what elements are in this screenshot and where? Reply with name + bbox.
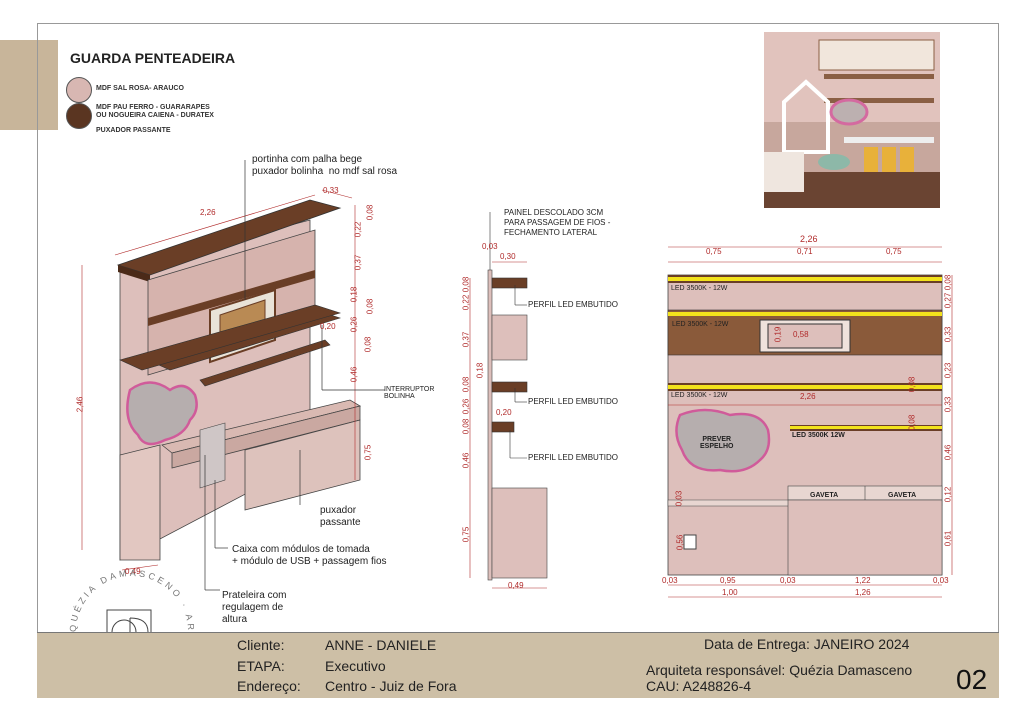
front-bottom2-1: 1,00 xyxy=(722,588,738,597)
side-dim-shelf: 0,20 xyxy=(496,408,512,417)
material-label-rosa: MDF SAL ROSA- ARAUCO xyxy=(96,85,184,92)
etapa-label: ETAPA: xyxy=(237,658,285,674)
iso-dim-v7: 0,08 xyxy=(363,336,373,353)
material-swatch-rosa xyxy=(66,77,92,103)
front-dim-top-3: 0,75 xyxy=(886,247,902,256)
corner-tab xyxy=(0,40,58,130)
side-dim-depth: 0,30 xyxy=(500,252,516,261)
front-view-drawing xyxy=(667,246,953,598)
cliente-value: ANNE - DANIELE xyxy=(325,637,437,653)
iso-dim-v8: 0,46 xyxy=(349,366,359,383)
iso-dim-v9: 0,75 xyxy=(363,444,373,461)
endereco-value: Centro - Juiz de Fora xyxy=(325,678,457,694)
cau: CAU: A248826-4 xyxy=(646,678,752,694)
iso-dim-v3: 0,37 xyxy=(353,254,363,271)
front-right-6: 0,33 xyxy=(943,396,953,413)
endereco-label: Endereço: xyxy=(237,678,301,694)
gaveta-label-2: GAVETA xyxy=(888,492,917,499)
iso-dim-shelf: 0,20 xyxy=(320,322,336,331)
front-right-9: 0,12 xyxy=(943,486,953,503)
front-bottom-4: 1,22 xyxy=(855,576,871,585)
isometric-drawing xyxy=(81,160,385,591)
side-dim-v2: 0,22 xyxy=(461,294,471,311)
iso-dim-v1: 0,08 xyxy=(365,204,375,221)
side-dim-base: 0,49 xyxy=(508,581,524,590)
side-dim-v6: 0,26 xyxy=(461,398,471,415)
led-label-4: LED 3500K 12W xyxy=(792,432,845,439)
front-dim-top-2: 0,71 xyxy=(797,247,813,256)
material-extra: PUXADOR PASSANTE xyxy=(96,127,171,134)
render-photo xyxy=(764,32,940,208)
note-perfil-1: PERFIL LED EMBUTIDO xyxy=(528,300,618,309)
data-entrega: Data de Entrega: JANEIRO 2024 xyxy=(704,636,910,652)
sheet-title: GUARDA PENTEADEIRA xyxy=(70,50,236,66)
front-dim-total: 2,26 xyxy=(800,234,818,244)
front-bottom2-2: 1,26 xyxy=(855,588,871,597)
side-dim-v8: 0,46 xyxy=(461,452,471,469)
title-block xyxy=(37,632,999,698)
side-dim-v5: 0,18 xyxy=(475,362,485,379)
front-right-3: 0,33 xyxy=(943,326,953,343)
note-perfil-2: PERFIL LED EMBUTIDO xyxy=(528,397,618,406)
side-dim-v7: 0,08 xyxy=(461,418,471,435)
front-right-8: 0,46 xyxy=(943,444,953,461)
front-bottom-2: 0,95 xyxy=(720,576,736,585)
mirror-note: PREVER ESPELHO xyxy=(700,436,734,450)
side-dim-v9: 0,75 xyxy=(461,526,471,543)
front-right-10: 0,61 xyxy=(943,530,953,547)
material-label-paufer: MDF PAU FERRO - GUARARAPES OU NOGUEIRA C… xyxy=(96,104,214,119)
side-view-drawing xyxy=(469,212,548,589)
page-number: 02 xyxy=(956,664,988,695)
front-right-1: 0,08 xyxy=(943,274,953,291)
side-dim-v1: 0,08 xyxy=(461,276,471,293)
arquiteta: Arquiteta responsável: Quézia Damasceno xyxy=(646,662,913,678)
front-right-5: 0,08 xyxy=(907,376,917,393)
iso-dim-v4: 0,18 xyxy=(349,286,359,303)
front-inner-2: 0,19 xyxy=(773,326,783,343)
led-label-1: LED 3500K - 12W xyxy=(671,285,728,292)
front-dim-mid: 2,26 xyxy=(800,392,816,401)
front-right-2: 0,27 xyxy=(943,292,953,309)
front-bottom-3: 0,03 xyxy=(780,576,796,585)
note-prateleira: Prateleira com regulagem de altura xyxy=(222,590,287,625)
front-bottom-1: 0,03 xyxy=(662,576,678,585)
front-inner-1: 0,58 xyxy=(793,330,809,339)
note-portinha: portinha com palha bege puxador bolinha … xyxy=(252,154,398,177)
material-swatch-paufer xyxy=(66,103,92,129)
note-perfil-3: PERFIL LED EMBUTIDO xyxy=(528,453,618,462)
front-bottom-5: 0,03 xyxy=(933,576,949,585)
iso-dim-base: 0,49 xyxy=(125,567,141,576)
front-right-4: 0,23 xyxy=(943,362,953,379)
iso-dim-v6: 0,26 xyxy=(349,316,359,333)
led-label-2: LED 3500K - 12W xyxy=(672,321,729,328)
front-dim-top-1: 0,75 xyxy=(706,247,722,256)
iso-dim-v5: 0,08 xyxy=(365,298,375,315)
front-right-7: 0,08 xyxy=(907,414,917,431)
cliente-label: Cliente: xyxy=(237,637,285,653)
note-puxador: puxador passante xyxy=(320,505,361,528)
front-inner-4: 0,56 xyxy=(675,534,685,551)
iso-dim-height: 2,46 xyxy=(75,396,85,413)
front-inner-3: 0,03 xyxy=(674,490,684,507)
note-painel: PAINEL DESCOLADO 3CM PARA PASSAGEM DE FI… xyxy=(504,208,611,237)
iso-dim-width: 2,26 xyxy=(200,208,216,217)
etapa-value: Executivo xyxy=(325,658,386,674)
iso-dim-v2: 0,22 xyxy=(353,221,363,238)
side-dim-v4: 0,08 xyxy=(461,376,471,393)
gaveta-label-1: GAVETA xyxy=(810,492,839,499)
note-interruptor: INTERRUPTOR BOLINHA xyxy=(384,386,435,400)
note-caixa: Caixa com módulos de tomada + módulo de … xyxy=(232,544,387,567)
led-label-3: LED 3500K - 12W xyxy=(671,392,728,399)
side-dim-top: 0,03 xyxy=(482,242,498,251)
side-dim-v3: 0,37 xyxy=(461,331,471,348)
iso-dim-depth: 0,33 xyxy=(323,186,339,195)
